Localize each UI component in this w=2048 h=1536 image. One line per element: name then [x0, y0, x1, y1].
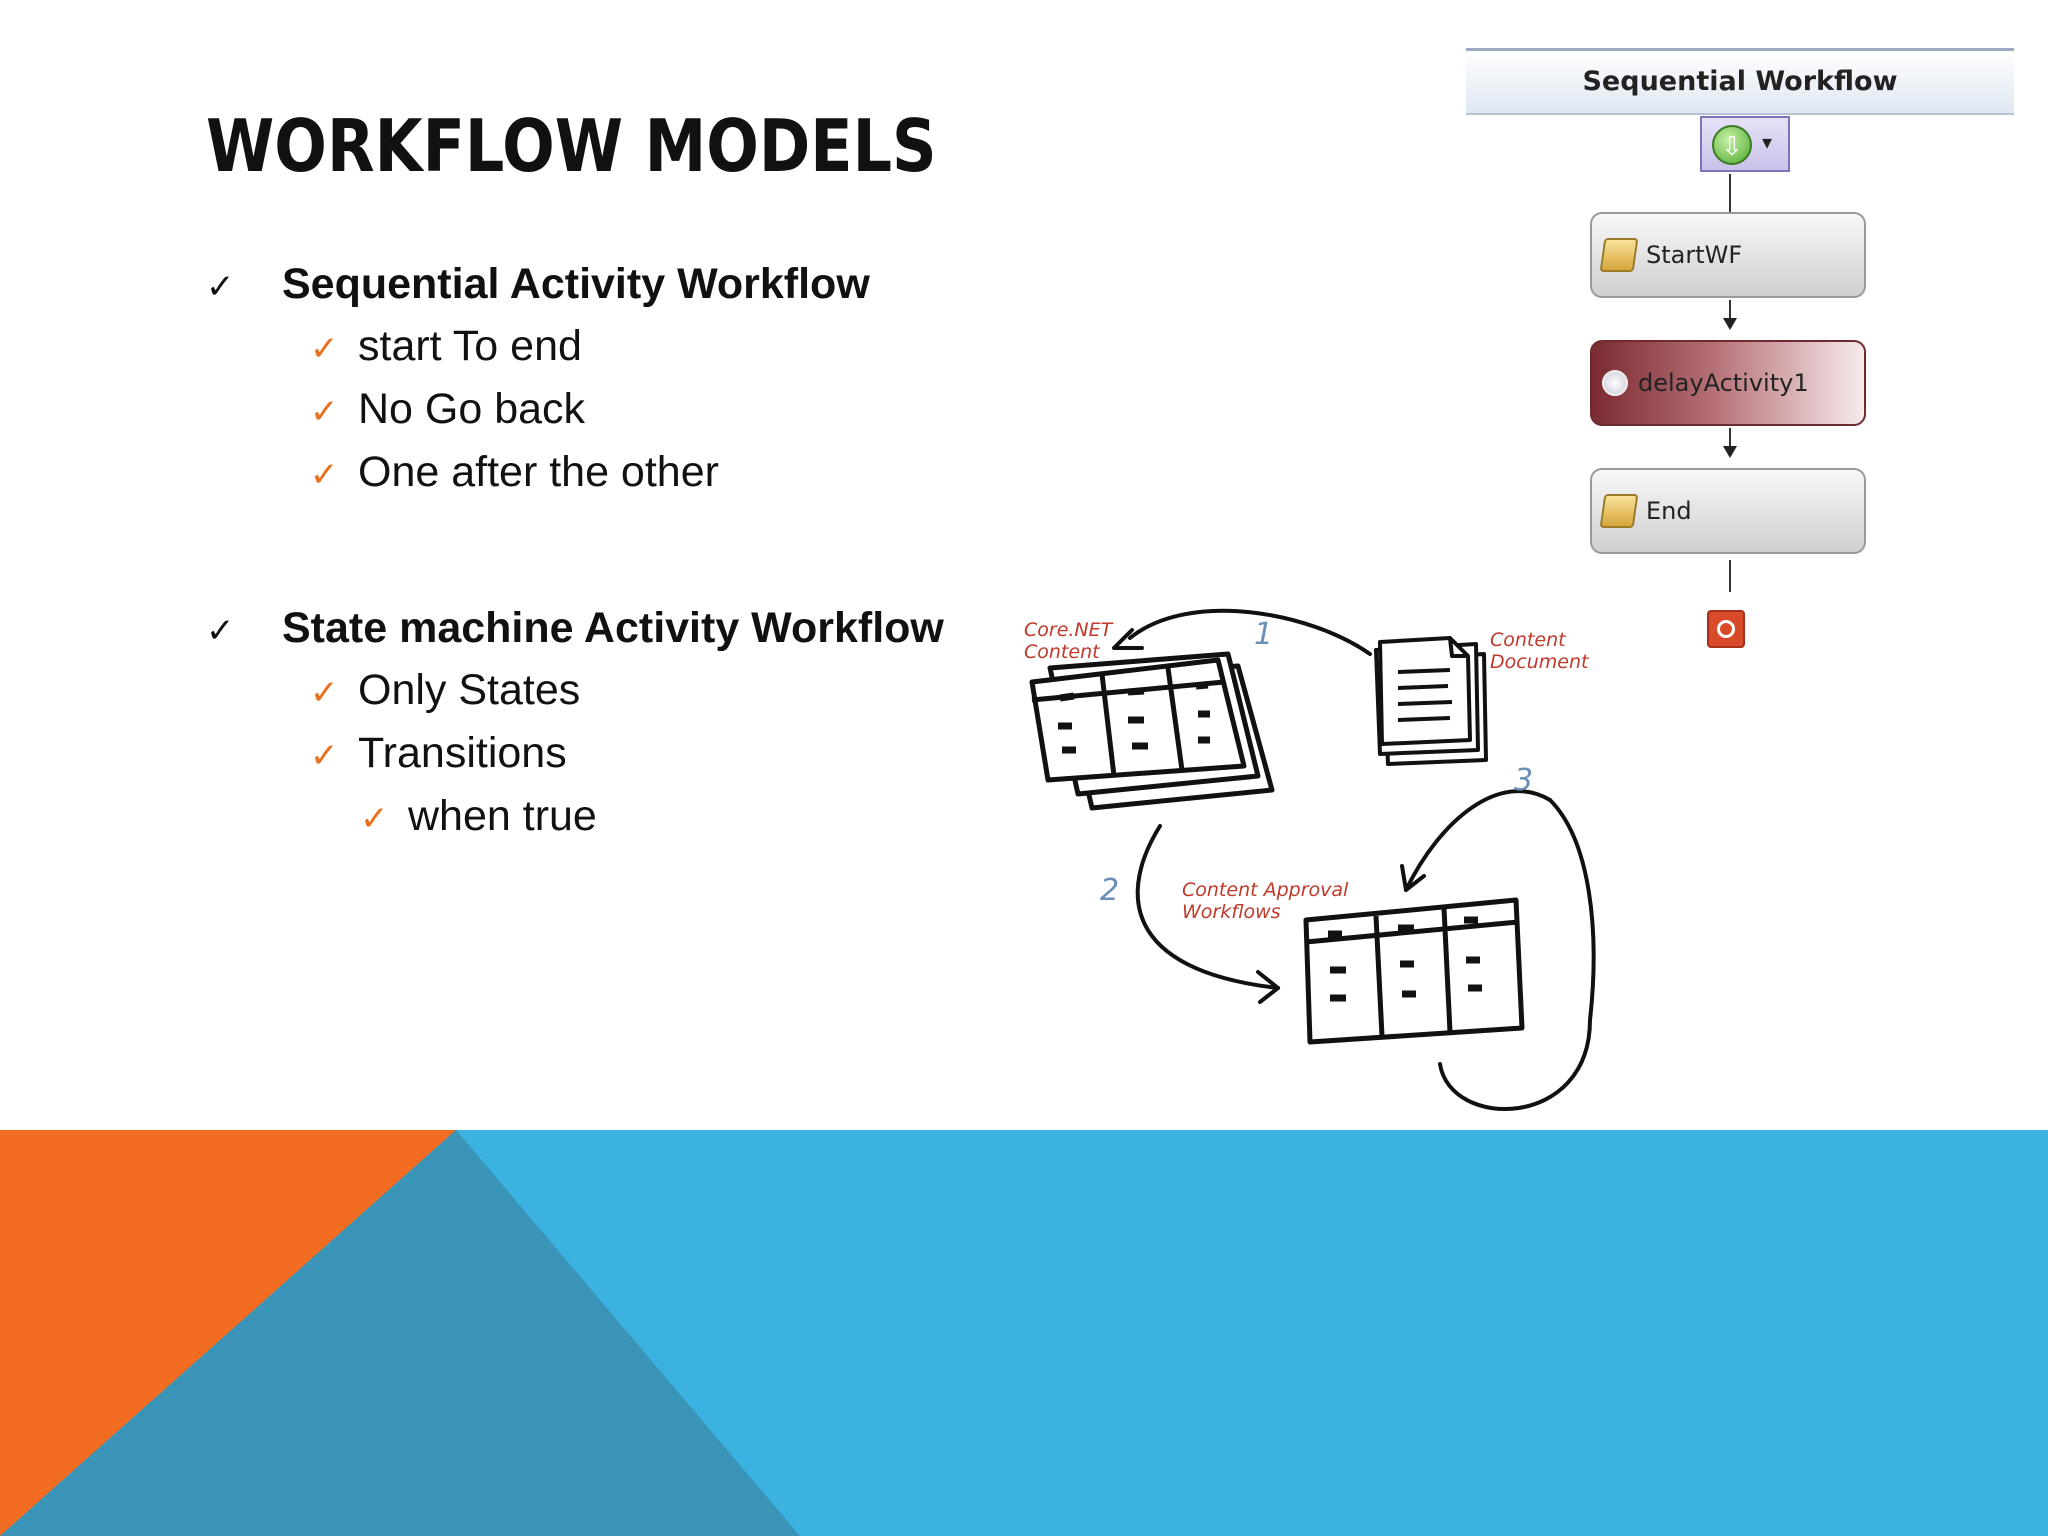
label-core-content-1: Core.NET: [1024, 619, 1114, 641]
document-stack-icon: [1374, 636, 1488, 766]
check-icon: ✓: [310, 329, 339, 369]
connector-line: [1729, 300, 1731, 320]
teal-triangle-shape: [0, 1130, 800, 1536]
label-number-2: 2: [1100, 873, 1119, 908]
scroll-icon: [1599, 494, 1639, 528]
activity-label: StartWF: [1646, 241, 1743, 269]
activity-label: delayActivity1: [1638, 369, 1809, 397]
label-approval-2: Workflows: [1182, 901, 1281, 923]
bullet-text: Transitions: [358, 729, 567, 777]
bullet-text: Only States: [358, 666, 581, 714]
stopwatch-icon: [1602, 370, 1628, 396]
panel-title: Sequential Workflow: [1466, 48, 2014, 115]
workflow-dropdown-button[interactable]: ⇩ ▾: [1700, 116, 1790, 172]
connector-line: [1729, 560, 1731, 592]
label-content-document-2: Document: [1490, 651, 1590, 673]
arrow-down-icon: [1723, 318, 1737, 330]
connector-line: [1729, 428, 1731, 448]
scroll-icon: [1599, 238, 1639, 272]
subbullet: ✓ One after the other: [310, 448, 719, 497]
activity-startwf[interactable]: StartWF: [1590, 212, 1866, 298]
bullet-text: start To end: [358, 322, 582, 370]
bullet-text: State machine Activity Workflow: [282, 604, 944, 652]
check-icon: ✓: [310, 736, 339, 776]
sub-subbullet: ✓ when true: [360, 792, 597, 841]
check-icon: ✓: [360, 799, 389, 839]
subbullet: ✓ Only States: [310, 666, 580, 715]
arrow-down-icon: [1723, 446, 1737, 458]
activity-delay[interactable]: delayActivity1: [1590, 340, 1866, 426]
subbullet: ✓ start To end: [310, 322, 582, 371]
check-icon: ✓: [206, 611, 235, 651]
label-core-content-2: Content: [1024, 641, 1101, 663]
subbullet: ✓ Transitions: [310, 729, 567, 778]
activity-label: End: [1646, 497, 1692, 525]
caret-down-icon: ▾: [1762, 132, 1773, 154]
label-approval-1: Content Approval: [1182, 879, 1349, 901]
bullet-text: One after the other: [358, 448, 719, 496]
bullet-list: ✓ Sequential Activity Workflow ✓ start T…: [0, 0, 1000, 900]
slide-title: WORKFLOW MODELS: [206, 104, 937, 188]
check-icon: ✓: [310, 392, 339, 432]
table-stack-icon: [1029, 651, 1275, 811]
label-number-3: 3: [1514, 763, 1533, 798]
subbullet: ✓ No Go back: [310, 385, 585, 434]
arrow-down-circle-icon: ⇩: [1712, 125, 1752, 165]
label-number-1: 1: [1254, 617, 1273, 652]
decorative-bottom-band: [0, 1130, 2048, 1536]
sequential-workflow-panel: Sequential Workflow ⇩ ▾ StartWF delayAct…: [1466, 48, 2014, 668]
check-icon: ✓: [206, 267, 235, 307]
state-machine-sketch: Core.NET Content Content Document Conten…: [1024, 608, 1596, 1112]
transition-arrows: [1112, 608, 1596, 1112]
check-icon: ✓: [310, 455, 339, 495]
bullet-text: when true: [408, 792, 597, 840]
bullet-sequential: ✓ Sequential Activity Workflow: [206, 260, 870, 309]
label-content-document-1: Content: [1490, 629, 1567, 651]
bullet-text: No Go back: [358, 385, 586, 433]
activity-end[interactable]: End: [1590, 468, 1866, 554]
bullet-state-machine: ✓ State machine Activity Workflow: [206, 604, 944, 653]
table-icon: [1303, 897, 1525, 1045]
check-icon: ✓: [310, 673, 339, 713]
bullet-text: Sequential Activity Workflow: [282, 260, 870, 308]
stop-icon: [1707, 610, 1745, 648]
